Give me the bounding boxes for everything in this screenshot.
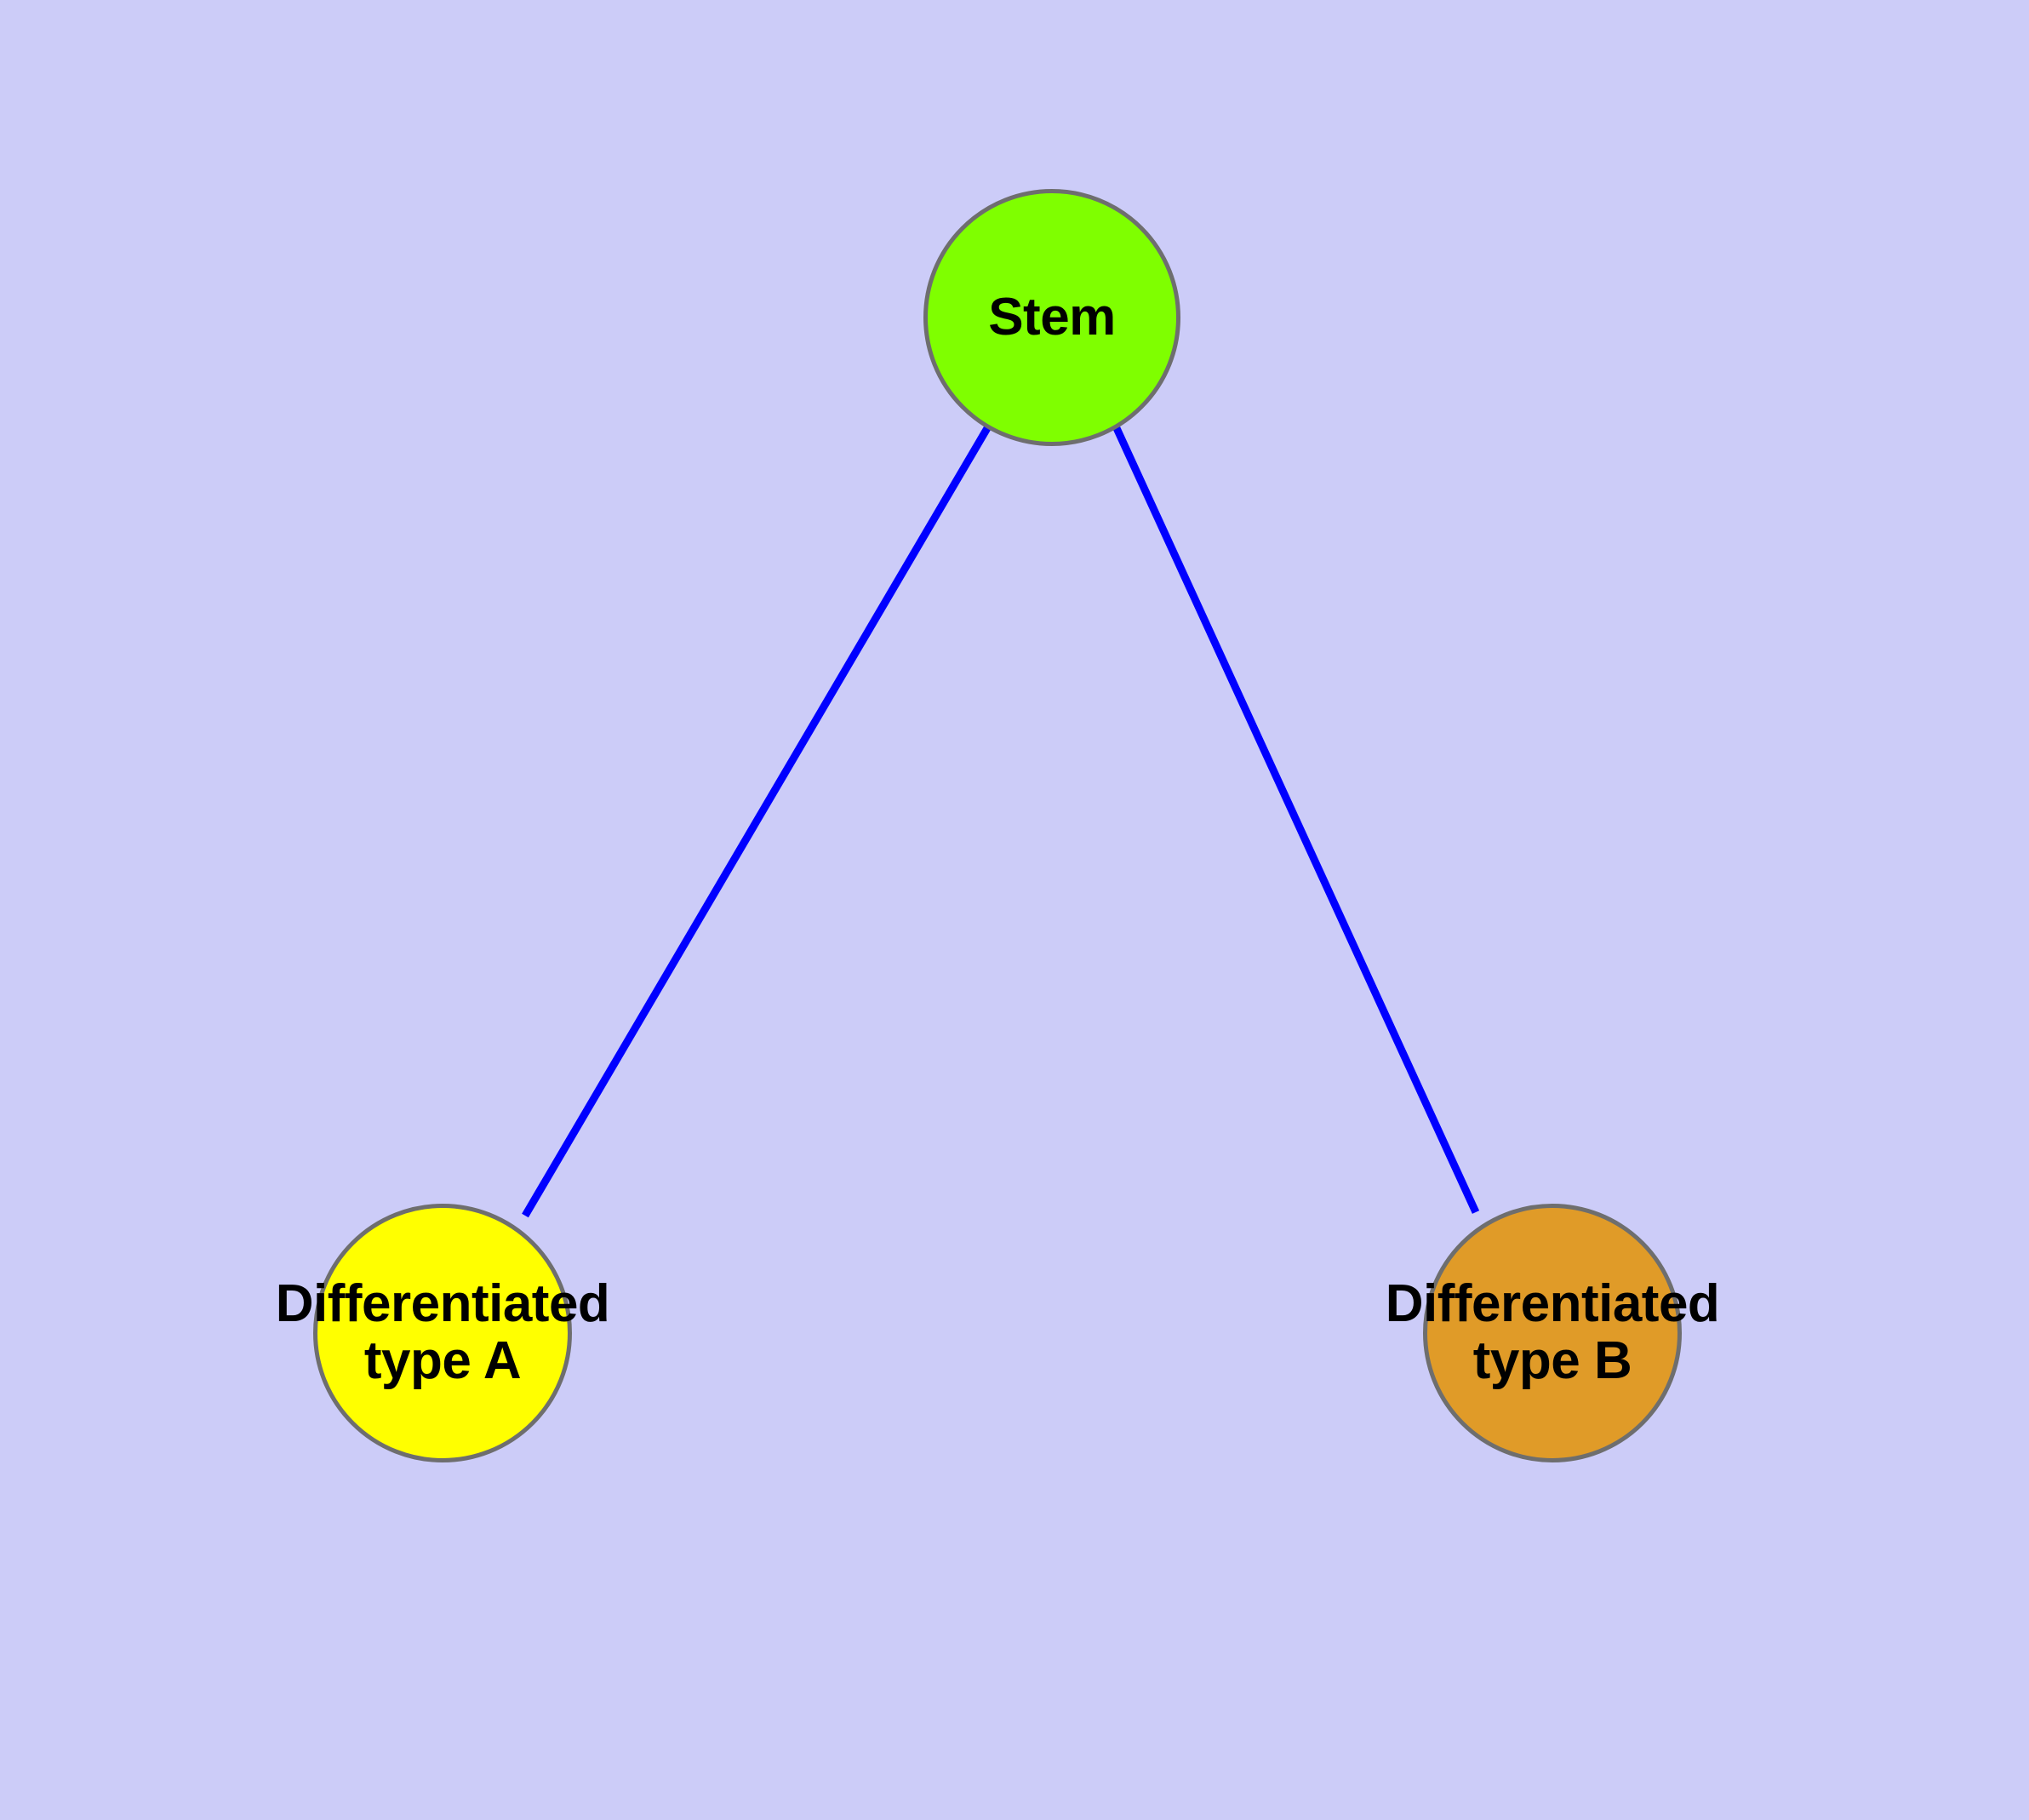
node-differentiated-type-b[interactable] xyxy=(1423,1204,1682,1462)
edge-stem-to-differentiated-type-a xyxy=(522,426,991,1218)
node-label-differentiated-type-a: Differentiated type A xyxy=(275,1274,610,1390)
node-differentiated-type-a[interactable] xyxy=(313,1204,572,1462)
edge-stem-to-differentiated-type-b xyxy=(1112,426,1480,1214)
node-label-differentiated-type-b: Differentiated type B xyxy=(1385,1274,1720,1390)
node-stem[interactable] xyxy=(923,189,1180,446)
